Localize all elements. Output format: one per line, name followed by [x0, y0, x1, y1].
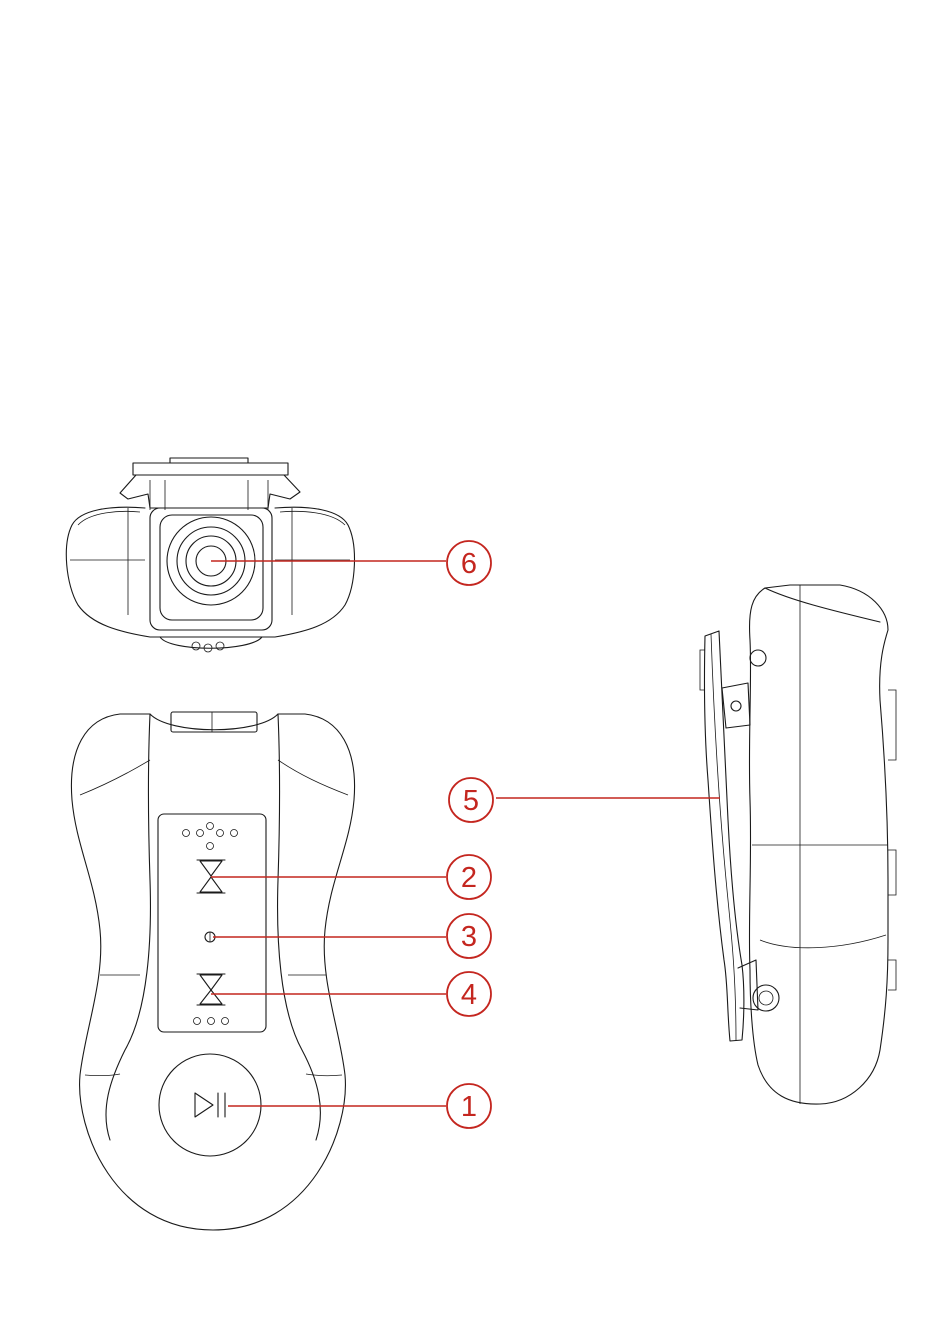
- callout-number-1: 1: [461, 1091, 477, 1123]
- control-strip: [158, 814, 266, 1032]
- volume-up-symbols: [183, 823, 238, 850]
- callout-number-3: 3: [461, 921, 477, 953]
- callout-number-4: 4: [461, 979, 477, 1011]
- front-body-outline: [71, 714, 354, 1230]
- belt-clip: [700, 631, 758, 1041]
- play-pause-button[interactable]: [159, 1054, 261, 1156]
- callout-number-2: 2: [461, 862, 477, 894]
- volume-down-symbols: [194, 1018, 229, 1025]
- device-side-view: [700, 585, 896, 1104]
- side-body-outline: [749, 585, 888, 1104]
- callout-number-5: 5: [463, 785, 479, 817]
- device-front-view: [71, 712, 354, 1230]
- callout-number-6: 6: [461, 548, 477, 580]
- previous-button[interactable]: [197, 974, 225, 1005]
- device-top-view: [66, 458, 354, 652]
- top-clip-outline: [133, 463, 288, 475]
